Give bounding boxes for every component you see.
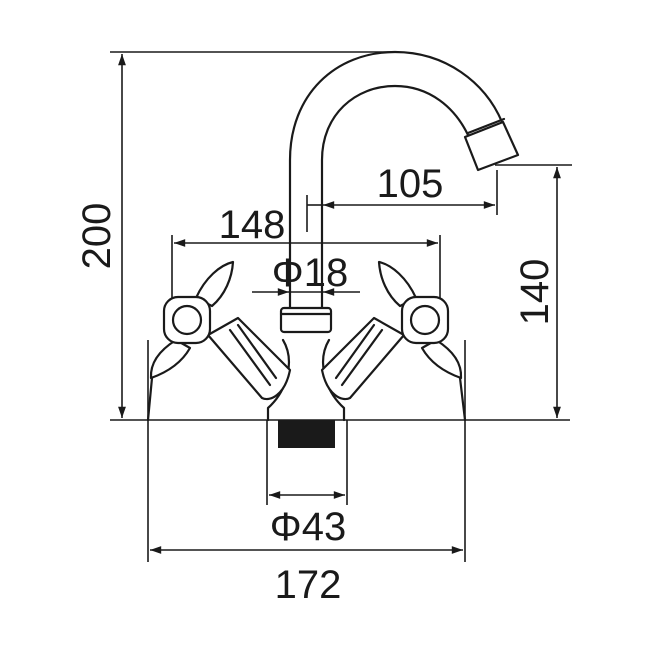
left-handle (146, 260, 292, 422)
dimension-lines (118, 54, 561, 554)
label-200: 200 (75, 203, 119, 270)
label-phi43: Φ43 (270, 505, 346, 549)
spout (288, 50, 520, 310)
spout-nut (279, 306, 333, 334)
aerator (463, 117, 520, 172)
faucet-body (266, 306, 346, 448)
label-140: 140 (513, 259, 557, 326)
left-handle-hub (162, 295, 212, 345)
extension-lines (110, 51, 572, 562)
label-148: 148 (219, 203, 286, 247)
label-phi18: Φ18 (272, 251, 348, 295)
label-105: 105 (377, 162, 444, 206)
right-handle-hub (400, 295, 450, 345)
threaded-shank (278, 420, 335, 448)
right-handle (320, 260, 467, 422)
label-172: 172 (275, 563, 342, 607)
